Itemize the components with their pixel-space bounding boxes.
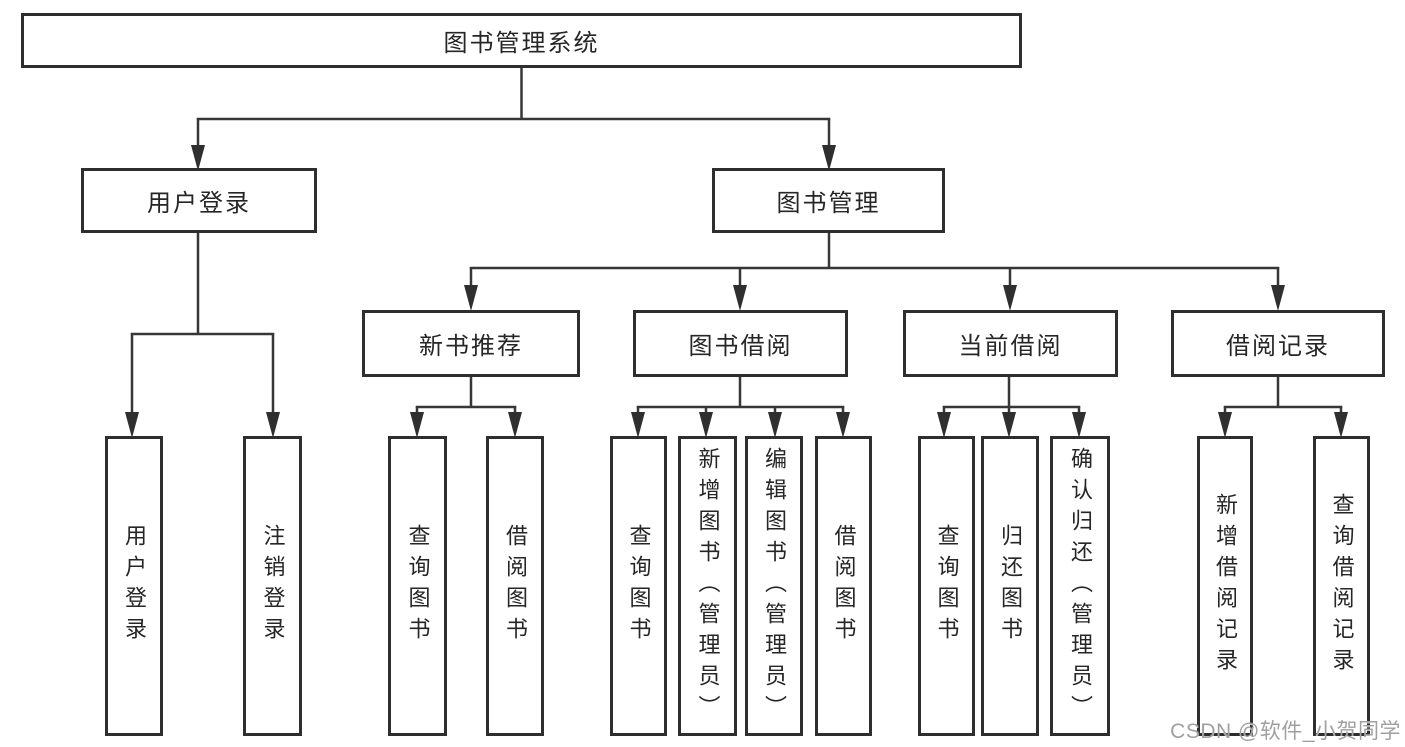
watermark: CSDN @软件_小贺同学 — [1170, 720, 1401, 743]
leaf-newbook-query-books: 查询图书 — [388, 436, 447, 736]
node-label: 用户登录 — [147, 190, 251, 217]
node-label: 新书推荐 — [419, 333, 523, 360]
node-label: 查询图书 — [405, 524, 431, 648]
node-label: 借阅图书 — [831, 524, 857, 648]
node-label: 用户登录 — [122, 524, 147, 648]
node-label: 查询借阅记录 — [1329, 493, 1355, 679]
node-root: 图书管理系统 — [21, 13, 1022, 68]
node-label: 借阅记录 — [1226, 333, 1330, 360]
leaf-current-return-books: 归还图书 — [981, 436, 1039, 736]
leaf-borrow-edit-books: 编辑图书（管理员） — [745, 436, 803, 736]
node-label: 注销登录 — [260, 524, 286, 648]
node-book-management: 图书管理 — [712, 168, 945, 233]
leaf-records-add-record: 新增借阅记录 — [1197, 436, 1253, 736]
node-label: 编辑图书（管理员） — [762, 446, 787, 726]
node-label: 图书借阅 — [688, 333, 793, 360]
node-book-borrow: 图书借阅 — [633, 310, 848, 377]
node-borrow-records: 借阅记录 — [1171, 310, 1385, 377]
leaf-records-query-record: 查询借阅记录 — [1313, 436, 1370, 736]
node-label: 当前借阅 — [958, 333, 1063, 360]
node-label: 借阅图书 — [503, 524, 528, 648]
leaf-newbook-borrow-books: 借阅图书 — [486, 436, 544, 736]
node-new-book-recommend: 新书推荐 — [362, 310, 580, 377]
node-current-borrow: 当前借阅 — [903, 310, 1118, 377]
leaf-logout: 注销登录 — [243, 436, 302, 736]
leaf-current-confirm-return: 确认归还（管理员） — [1050, 436, 1110, 736]
arrowhead-icons — [125, 145, 1348, 438]
node-user-login: 用户登录 — [81, 168, 317, 233]
node-label: 查询图书 — [934, 524, 960, 648]
node-label: 查询图书 — [626, 524, 652, 648]
node-label: 图书管理系统 — [443, 30, 600, 57]
leaf-user-login: 用户登录 — [105, 436, 163, 736]
leaf-borrow-borrow-books: 借阅图书 — [815, 436, 872, 736]
node-label: 确认归还（管理员） — [1068, 446, 1093, 726]
node-label: 图书管理 — [776, 190, 881, 217]
leaf-current-query-books: 查询图书 — [918, 436, 975, 736]
node-label: 新增图书（管理员） — [695, 446, 721, 726]
node-label: 新增借阅记录 — [1213, 493, 1238, 679]
leaf-borrow-query-books: 查询图书 — [610, 436, 667, 736]
node-label: 归还图书 — [998, 524, 1023, 648]
leaf-borrow-add-books: 新增图书（管理员） — [678, 436, 737, 736]
